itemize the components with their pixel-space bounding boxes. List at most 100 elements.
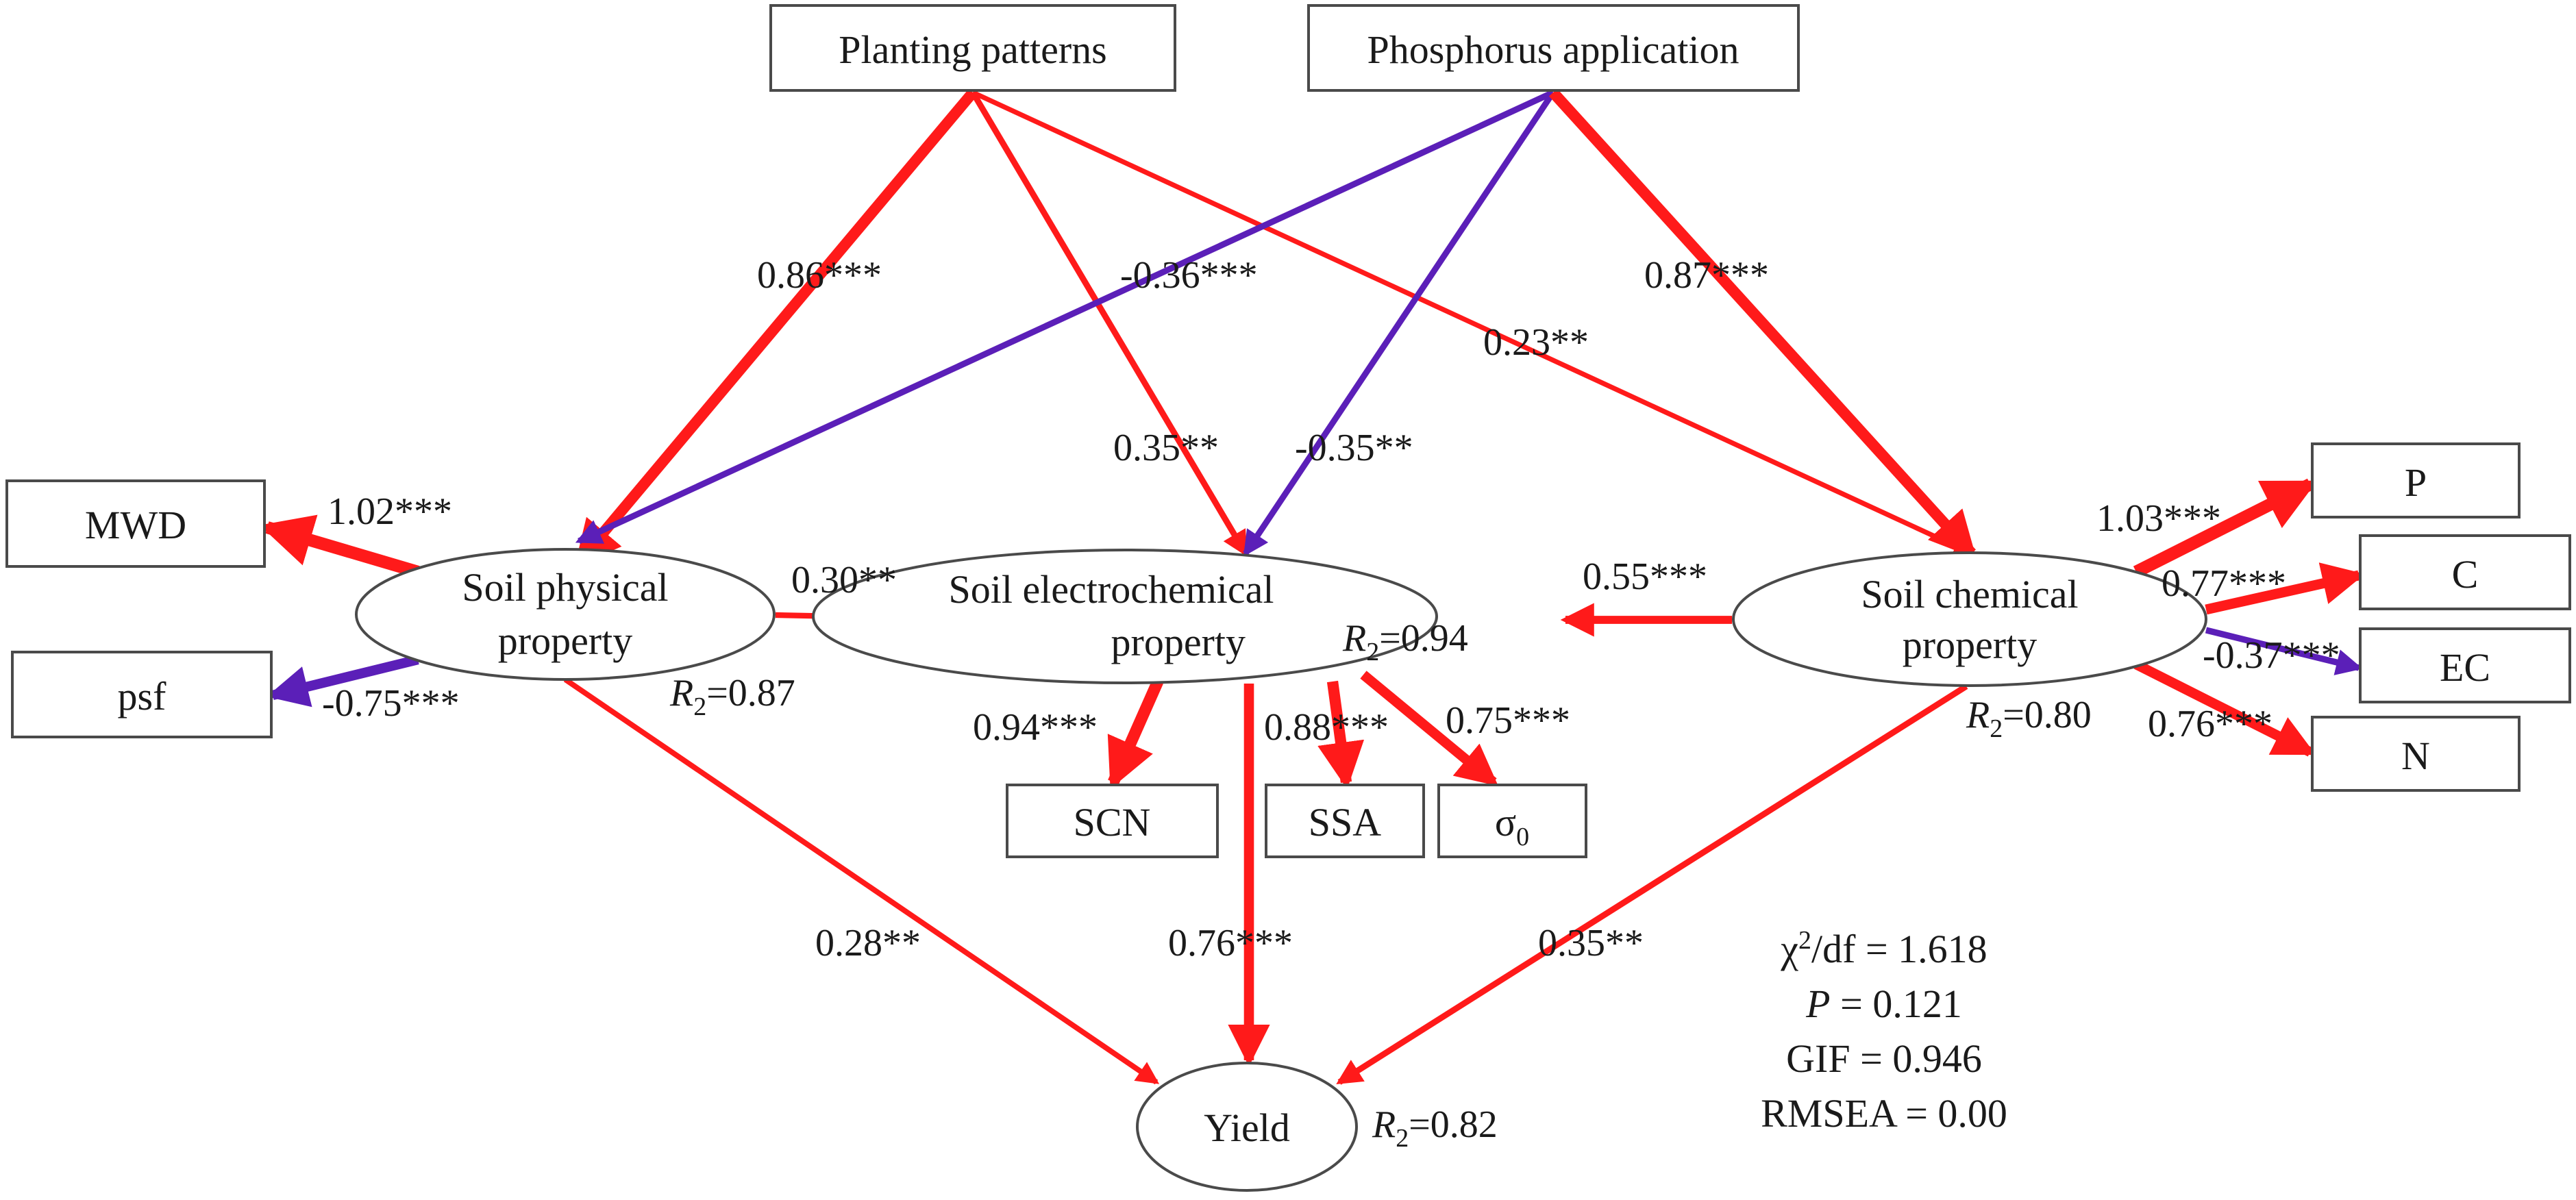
arrow-chemical-n [2133, 660, 2316, 757]
arrow-chemical-p [2133, 478, 2318, 578]
arrow-chemical-yield [1336, 684, 1968, 1085]
arrow-planting-physical [574, 88, 978, 567]
node-soil-electrochemical-property: Soil electrochemical property [812, 549, 1438, 684]
coef-physical-psf: -0.75*** [322, 682, 460, 725]
node-soil-physical-line2: property [498, 618, 633, 663]
coef-electro-sigma: 0.75*** [1446, 699, 1570, 742]
indicator-p: P [2311, 442, 2521, 518]
r2-electro: R2=0.94 [1342, 617, 1468, 666]
coef-phosphorus-electro: -0.35** [1295, 427, 1413, 469]
path-coefficients: 0.86*** 0.35** 0.23** -0.36*** -0.35** 0.87**… [322, 254, 2340, 964]
r2-chemical-sub: 2 [1990, 714, 2003, 743]
node-soil-chemical-property: Soil chemical property [1732, 551, 2207, 687]
r2-chemical-symbol: R [1966, 694, 1990, 736]
coef-chemical-p: 1.03*** [2096, 497, 2221, 540]
fit-gif: GIF = 0.946 [1786, 1036, 1982, 1081]
coef-chemical-ec: -0.37*** [2203, 634, 2340, 677]
model-fit-statistics: χ2/df = 1.618 P = 0.121 GIF = 0.946 RMSE… [1761, 926, 2007, 1136]
coef-chemical-c: 0.77*** [2162, 562, 2286, 605]
coef-planting-chemical: 0.23** [1483, 321, 1589, 364]
node-phosphorus-application-label: Phosphorus application [1367, 27, 1739, 72]
fit-chi-rest: /df = 1.618 [1811, 927, 1987, 971]
node-soil-electrochemical-line2: property [1111, 620, 1246, 664]
r2-physical-value: =0.87 [706, 672, 795, 714]
node-planting-patterns-label: Planting patterns [839, 27, 1106, 72]
arrow-planting-electro [970, 90, 1248, 557]
arrow-phosphorus-physical [575, 89, 1555, 545]
node-phosphorus-application: Phosphorus application [1307, 4, 1800, 92]
fit-p-value: P = 0.121 [1805, 982, 1962, 1026]
node-soil-chemical-line2: property [1903, 623, 2038, 667]
arrow-chemical-ec [2205, 627, 2363, 675]
r2-yield-symbol: R [1372, 1103, 1396, 1146]
indicator-scn: SCN [1006, 784, 1219, 858]
indicator-psf: psf [11, 651, 273, 738]
indicator-c: C [2359, 534, 2571, 610]
coef-planting-physical: 0.86*** [757, 254, 882, 297]
indicator-sigma0: σ0 [1437, 784, 1587, 858]
r2-physical: R2=0.87 [669, 672, 795, 721]
arrow-physical-mwd [259, 514, 420, 578]
node-soil-chemical-line1: Soil chemical [1861, 572, 2078, 616]
indicator-n-label: N [2401, 734, 2430, 778]
fit-p-rest: = 0.121 [1831, 982, 1962, 1026]
coef-physical-electro: 0.30** [791, 559, 897, 601]
node-soil-physical-line1: Soil physical [462, 565, 668, 610]
fit-chi-sup: 2 [1798, 926, 1811, 955]
fit-p-symbol: P [1805, 982, 1830, 1026]
fit-rmsea: RMSEA = 0.00 [1761, 1091, 2007, 1136]
r2-electro-value: =0.94 [1379, 617, 1468, 660]
indicator-p-label: P [2405, 460, 2427, 505]
r2-physical-symbol: R [669, 672, 693, 714]
arrow-physical-psf [267, 654, 419, 708]
r2-electro-sub: 2 [1366, 638, 1379, 666]
indicator-mwd: MWD [5, 479, 266, 568]
coef-electro-scn: 0.94*** [973, 706, 1098, 749]
indicator-ssa: SSA [1265, 784, 1425, 858]
node-planting-patterns: Planting patterns [769, 4, 1176, 92]
indicator-ec-label: EC [2440, 645, 2490, 690]
coef-electro-yield: 0.76*** [1168, 922, 1293, 964]
arrow-physical-yield [563, 677, 1160, 1085]
sigma-subscript: 0 [1516, 823, 1529, 851]
r2-yield-value: =0.82 [1409, 1103, 1498, 1146]
r2-electro-symbol: R [1342, 617, 1366, 660]
r2-chemical: R2=0.80 [1966, 694, 2092, 743]
coef-chemical-yield: 0.35** [1538, 922, 1644, 964]
path-arrows [259, 88, 2366, 1085]
arrow-phosphorus-chemical [1549, 88, 1977, 559]
coef-chemical-electro: 0.55*** [1583, 555, 1707, 598]
indicator-ssa-label: SSA [1309, 800, 1382, 845]
coef-planting-electro: 0.35** [1113, 427, 1219, 469]
arrow-planting-chemical [971, 90, 1975, 556]
coef-electro-ssa: 0.88*** [1264, 706, 1389, 749]
indicator-n: N [2311, 716, 2521, 792]
indicator-c-label: C [2452, 552, 2479, 597]
coef-phosphorus-chemical: 0.87*** [1644, 254, 1769, 297]
arrow-electro-ssa [1317, 680, 1365, 790]
indicator-psf-label: psf [118, 674, 167, 718]
indicator-mwd-label: MWD [85, 503, 186, 547]
arrow-electro-sigma [1360, 671, 1499, 786]
node-soil-physical-property: Soil physical property [355, 548, 776, 681]
indicator-scn-label: SCN [1074, 800, 1151, 845]
node-soil-electrochemical-line1: Soil electrochemical [948, 567, 1274, 612]
coef-chemical-n: 0.76*** [2148, 703, 2272, 745]
sigma-symbol: σ [1495, 800, 1516, 845]
arrow-phosphorus-electro [1243, 90, 1556, 557]
coef-phosphorus-physical: -0.36*** [1120, 254, 1258, 297]
arrow-electro-scn [1107, 679, 1163, 789]
arrow-chemical-c [2205, 562, 2366, 615]
node-yield: Yield [1136, 1062, 1358, 1192]
r2-yield-sub: 2 [1396, 1124, 1409, 1153]
indicator-ec: EC [2359, 627, 2571, 703]
coef-physical-yield: 0.28** [815, 922, 921, 964]
r2-physical-sub: 2 [693, 692, 706, 721]
indicator-sigma0-label: σ0 [1495, 800, 1529, 851]
r2-chemical-value: =0.80 [2003, 694, 2092, 736]
fit-chi-square: χ2/df = 1.618 [1780, 926, 1987, 971]
node-yield-label: Yield [1204, 1105, 1290, 1150]
r2-yield: R2=0.82 [1372, 1103, 1498, 1153]
fit-chi-symbol: χ [1780, 927, 1798, 971]
